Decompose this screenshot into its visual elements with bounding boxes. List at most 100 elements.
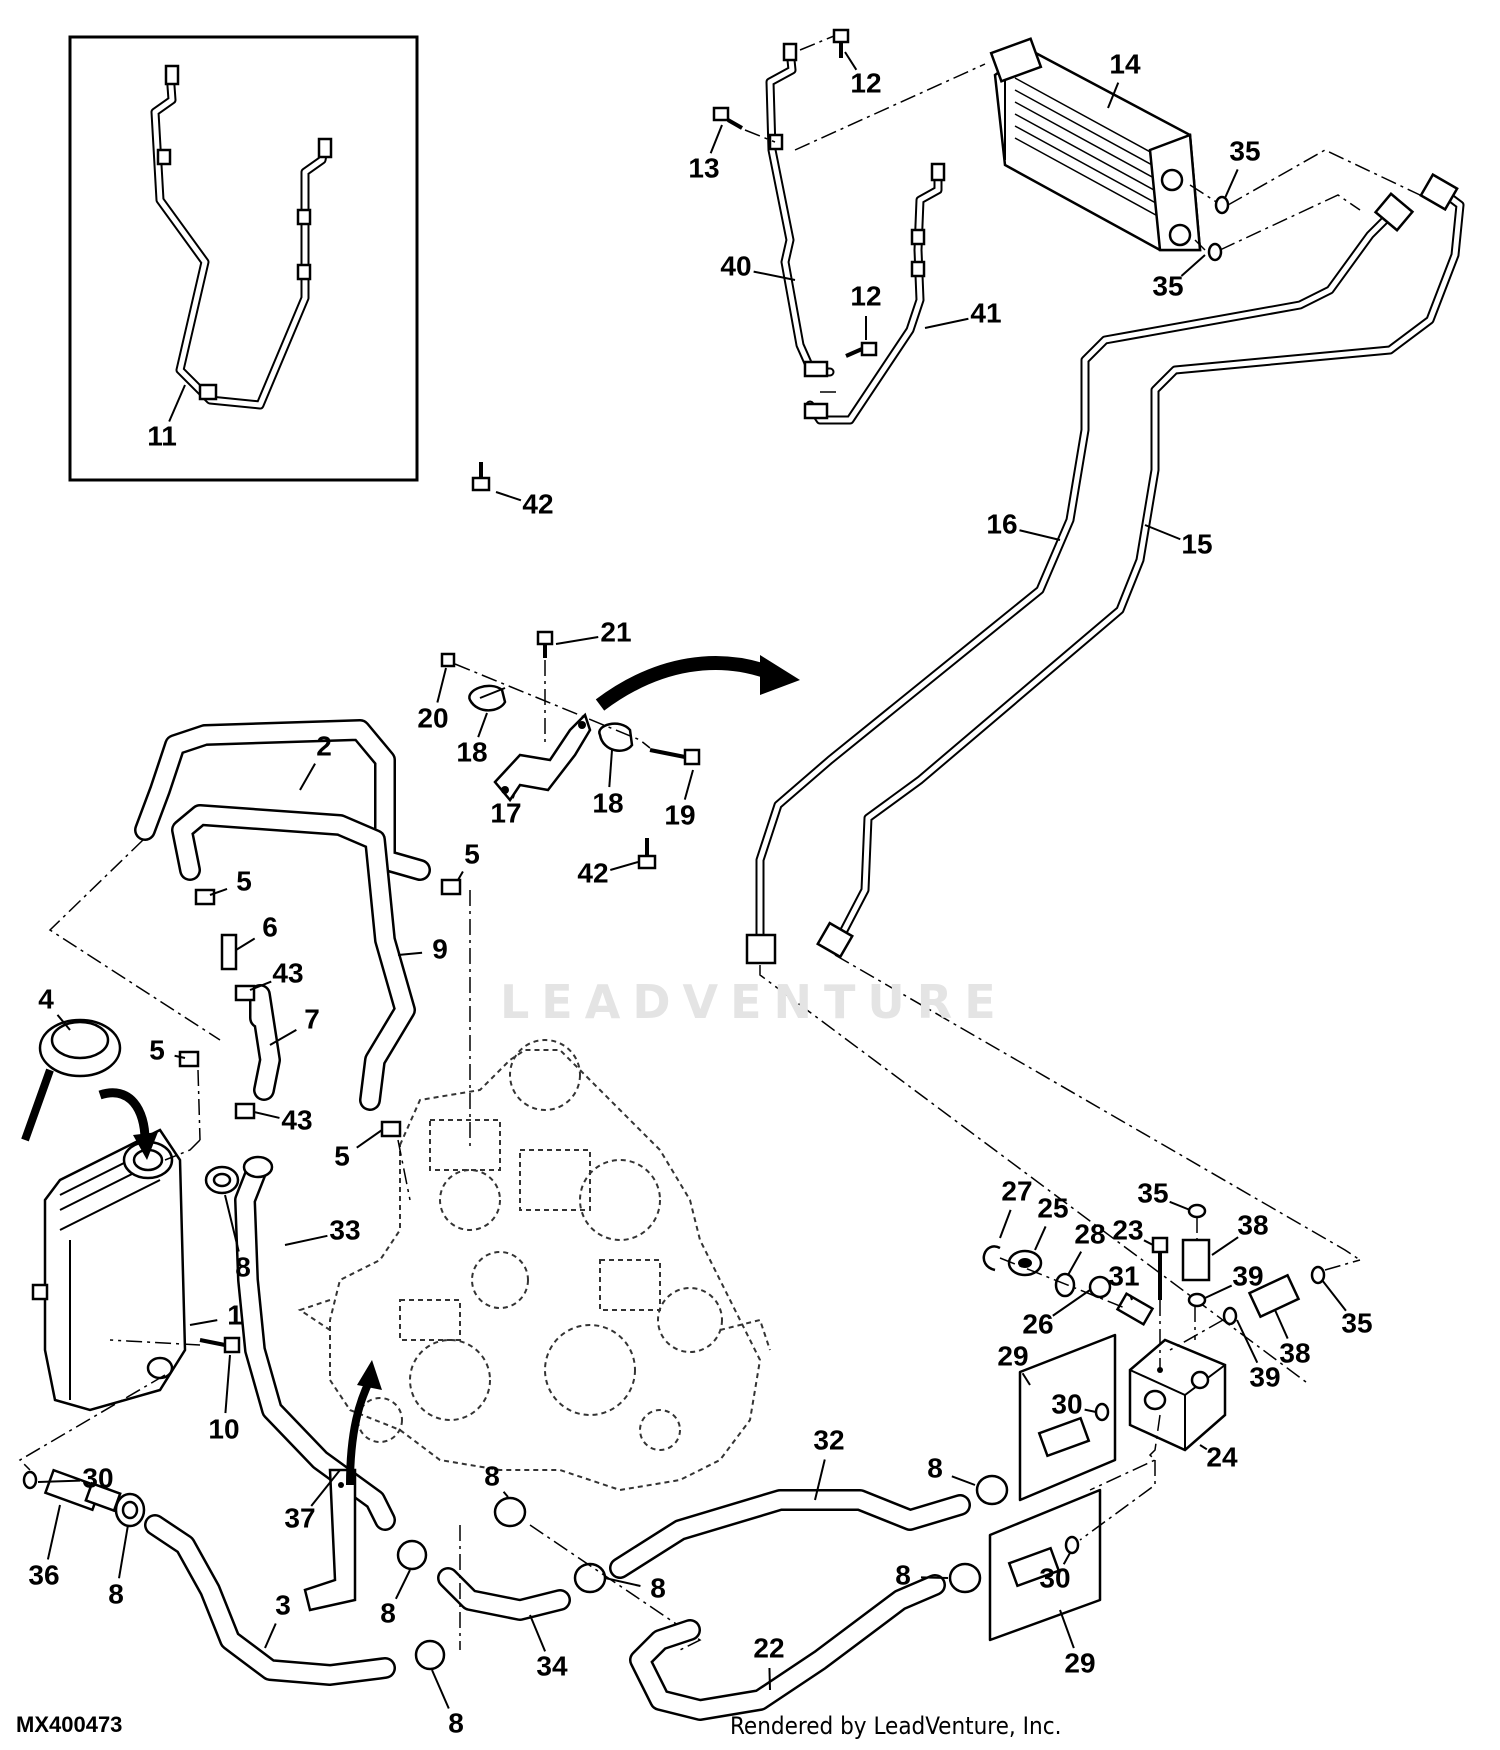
callout-label: 35 xyxy=(1341,1307,1372,1338)
part-28-o-ring xyxy=(1054,1272,1076,1298)
callout-c5b: 5 xyxy=(209,865,252,896)
relocate-arrow xyxy=(595,656,771,711)
callout-label: 8 xyxy=(380,1597,396,1628)
callout-c8g: 8 xyxy=(895,1559,949,1590)
leader-line xyxy=(436,667,447,703)
callout-label: 2 xyxy=(316,730,332,761)
callout-c35d: 35 xyxy=(1321,1279,1373,1338)
leader-line xyxy=(253,1111,280,1119)
callout-label: 35 xyxy=(1137,1177,1168,1208)
callout-label: 8 xyxy=(895,1559,911,1590)
clamp-8-c xyxy=(396,1539,428,1571)
leader-line xyxy=(310,1469,341,1507)
leader-line xyxy=(1021,1372,1031,1386)
part-42-bolt-lower xyxy=(637,838,657,870)
callout-label: 8 xyxy=(927,1452,943,1483)
leader-line xyxy=(608,749,613,788)
callout-c14: 14 xyxy=(1107,48,1141,109)
part-32-hose xyxy=(609,1489,971,1579)
callout-label: 30 xyxy=(82,1462,113,1493)
part-27-snap-ring xyxy=(982,1245,1001,1272)
callout-label: 12 xyxy=(850,67,881,98)
callout-label: 3 xyxy=(275,1589,291,1620)
fitting-lower xyxy=(1007,1546,1061,1588)
part-7-hose xyxy=(249,984,281,1101)
callout-c8e: 8 xyxy=(380,1569,411,1628)
leader-line xyxy=(1143,1239,1154,1246)
leader-line xyxy=(395,1569,411,1600)
clamp-5-a xyxy=(194,888,216,906)
callout-label: 22 xyxy=(753,1632,784,1663)
part-40-bracket xyxy=(765,42,835,378)
clamp-8-a xyxy=(204,1165,240,1195)
part-42-bolt-upper xyxy=(471,462,491,492)
part-22-hose xyxy=(629,1574,946,1721)
leader-line xyxy=(477,712,488,738)
callout-label: 11 xyxy=(147,420,177,451)
callout-c13: 13 xyxy=(688,124,723,183)
clamp-8-e xyxy=(493,1496,527,1528)
render-credit: Rendered by LeadVenture, Inc. xyxy=(730,1712,1062,1740)
callout-c29a: 29 xyxy=(997,1340,1031,1386)
callout-c8h: 8 xyxy=(431,1669,464,1738)
callout-c34: 34 xyxy=(529,1614,568,1681)
callout-label: 25 xyxy=(1037,1192,1068,1223)
leader-line xyxy=(924,317,969,329)
part-29-lower-kit xyxy=(988,1488,1102,1642)
leader-line xyxy=(683,769,694,800)
callout-c5a: 5 xyxy=(457,838,480,881)
part-18-clamp-right xyxy=(598,722,634,752)
callout-label: 21 xyxy=(600,616,631,647)
clamp-43-lower xyxy=(234,1102,256,1120)
callout-label: 32 xyxy=(813,1424,844,1455)
callout-label: 41 xyxy=(970,297,1001,328)
callout-c36: 36 xyxy=(28,1504,61,1590)
callout-label: 14 xyxy=(1109,48,1141,79)
leader-line xyxy=(709,124,723,154)
callout-label: 10 xyxy=(208,1413,239,1444)
part-4-filler-cap xyxy=(21,1018,122,1142)
callout-c20: 20 xyxy=(417,667,449,733)
leader-line xyxy=(264,1623,277,1649)
callout-c12a: 12 xyxy=(844,51,882,98)
o-ring-35d xyxy=(1310,1265,1326,1285)
callout-c21: 21 xyxy=(555,616,632,647)
callout-c35c: 35 xyxy=(1137,1177,1191,1211)
leader-line xyxy=(999,1209,1012,1239)
callout-c22: 22 xyxy=(753,1632,785,1691)
leader-line xyxy=(844,51,858,71)
leader-line xyxy=(1169,1200,1191,1211)
callout-label: 5 xyxy=(236,865,252,896)
callout-c4: 4 xyxy=(38,983,71,1031)
callout-label: 27 xyxy=(1001,1175,1032,1206)
callout-label: 40 xyxy=(720,250,751,281)
leader-line xyxy=(1274,1309,1289,1339)
leader-line xyxy=(1019,529,1061,541)
leader-line xyxy=(529,1614,547,1652)
leader-line xyxy=(1224,169,1239,199)
callout-label: 15 xyxy=(1181,528,1212,559)
part-6-fitting xyxy=(220,933,238,971)
callout-label: 16 xyxy=(986,508,1017,539)
callout-label: 43 xyxy=(272,957,303,988)
leader-line xyxy=(299,763,316,791)
callout-c33: 33 xyxy=(284,1214,361,1246)
bracket-install-arrow xyxy=(346,1378,374,1486)
part-17-bracket xyxy=(493,712,592,803)
leader-line xyxy=(920,1576,949,1579)
callout-c9: 9 xyxy=(397,933,448,964)
callout-label: 29 xyxy=(997,1340,1028,1371)
clamp-5-d xyxy=(380,1120,402,1138)
part-26-clip xyxy=(1088,1275,1112,1299)
callout-c31: 31 xyxy=(1108,1260,1140,1301)
callout-label: 8 xyxy=(650,1572,666,1603)
part-11-bracket xyxy=(150,64,333,410)
callout-label: 8 xyxy=(108,1578,124,1609)
callout-label: 29 xyxy=(1064,1647,1095,1678)
callout-c1: 1 xyxy=(189,1299,243,1330)
part-21-bolt xyxy=(536,630,554,658)
clamp-8-h xyxy=(948,1562,982,1594)
part-10-bolt xyxy=(199,1336,241,1354)
o-ring-39a xyxy=(1187,1292,1207,1308)
